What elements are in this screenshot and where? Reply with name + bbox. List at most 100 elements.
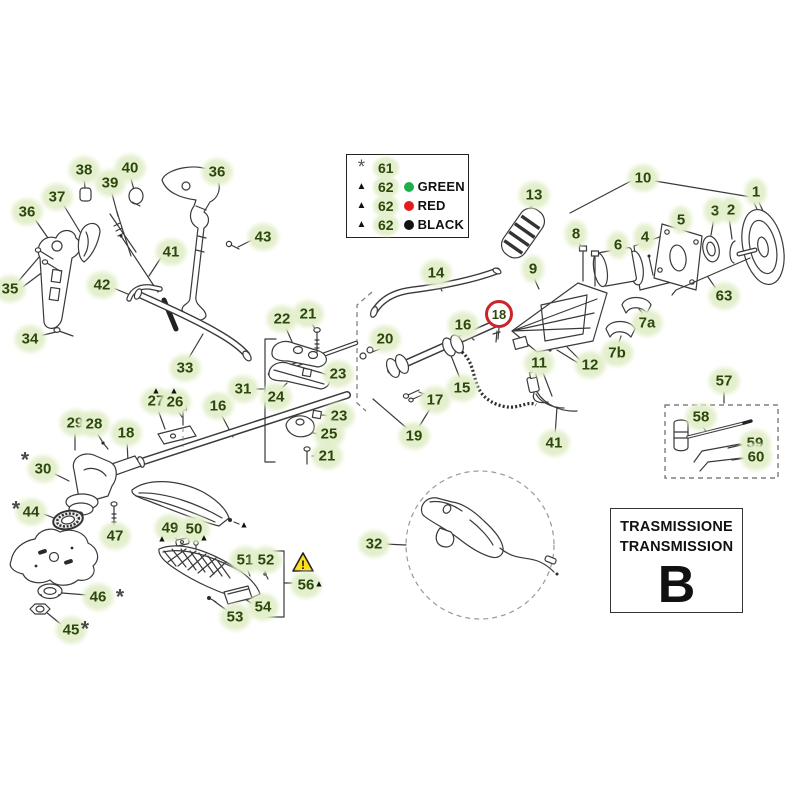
legend-part-number: 62 <box>375 196 397 215</box>
callout-5: 5 <box>672 209 690 231</box>
callout-50: 50 <box>181 518 207 540</box>
triangle-icon: ▲ <box>356 181 367 192</box>
legend-color-label: BLACK <box>417 217 465 232</box>
legend-part-number: 61 <box>375 158 397 177</box>
triangle-mark: ▲ <box>157 533 167 544</box>
callout-36: 36 <box>204 161 230 183</box>
callout-2: 2 <box>722 199 740 221</box>
callout-18: 18 <box>485 300 513 328</box>
callout-41: 41 <box>541 432 567 454</box>
callout-52: 52 <box>253 549 279 571</box>
callout-33: 33 <box>172 357 198 379</box>
callout-9: 9 <box>524 258 542 280</box>
legend-row: * 61 <box>354 156 468 178</box>
callout-47: 47 <box>102 525 128 547</box>
callout-58: 58 <box>688 406 714 428</box>
callout-60: 60 <box>743 446 769 468</box>
callout-19: 19 <box>401 425 427 447</box>
triangle-mark: ▲ <box>239 519 249 530</box>
callout-51: 51 <box>232 549 258 571</box>
callout-40: 40 <box>117 157 143 179</box>
callout-21: 21 <box>295 303 321 325</box>
legend-row: ▲ 62 GREEN <box>354 177 468 196</box>
callout-28: 28 <box>81 413 107 435</box>
callout-27: 27 <box>143 390 169 412</box>
asterisk-mark: * <box>115 585 125 609</box>
callout-13: 13 <box>521 184 547 206</box>
callout-44: 44 <box>18 501 44 523</box>
callout-54: 54 <box>250 596 276 618</box>
transmission-section-letter: B <box>657 556 696 615</box>
legend-color-label: GREEN <box>417 179 465 194</box>
callout-31: 31 <box>230 378 256 400</box>
callout-16: 16 <box>450 314 476 336</box>
triangle-icon: ▲ <box>356 200 367 211</box>
clutch-assembly-drawing <box>511 208 785 353</box>
callout-30: 30 <box>30 458 56 480</box>
callout-23: 23 <box>325 363 351 385</box>
callout-18: 18 <box>113 422 139 444</box>
black-dot-icon <box>403 219 414 230</box>
transmission-label-en: TRANSMISSION <box>619 538 734 555</box>
callout-1: 1 <box>747 181 765 203</box>
legend-part-number: 62 <box>375 177 397 196</box>
callout-7b: 7b <box>604 342 630 364</box>
asterisk-mark: * <box>11 497 21 521</box>
warning-triangle-icon: ! <box>292 552 314 572</box>
callout-17: 17 <box>422 389 448 411</box>
callout-15: 15 <box>449 377 475 399</box>
callout-42: 42 <box>89 274 115 296</box>
callout-4: 4 <box>636 226 654 248</box>
callout-11: 11 <box>527 352 551 374</box>
callout-29: 29 <box>62 412 88 434</box>
callout-10: 10 <box>630 167 656 189</box>
callout-63: 63 <box>711 285 737 307</box>
callout-46: 46 <box>85 586 111 608</box>
callout-35: 35 <box>0 278 23 300</box>
callout-43: 43 <box>250 226 276 248</box>
legend-row: ▲ 62 BLACK <box>354 215 468 234</box>
callout-56: 56 <box>293 574 319 596</box>
triangle-mark: ▲ <box>169 385 179 396</box>
red-dot-icon <box>403 200 414 211</box>
callout-39: 39 <box>97 172 123 194</box>
front-handle-parts-drawing <box>34 166 252 362</box>
triangle-icon: ▲ <box>356 219 367 230</box>
triangle-mark: ▲ <box>151 385 161 396</box>
callout-26: 26 <box>162 391 188 413</box>
callout-16: 16 <box>205 395 231 417</box>
callout-6: 6 <box>609 234 627 256</box>
callout-22: 22 <box>269 308 295 330</box>
asterisk-mark: * <box>80 617 90 641</box>
callout-57: 57 <box>711 370 737 392</box>
asterisk-mark: * <box>20 448 30 472</box>
triangle-mark: ▲ <box>199 532 209 543</box>
callout-24: 24 <box>263 386 289 408</box>
callout-21: 21 <box>314 445 340 467</box>
callout-36: 36 <box>14 201 40 223</box>
callout-3: 3 <box>706 200 724 222</box>
legend-color-label: RED <box>417 198 446 213</box>
asterisk-icon: * <box>357 156 366 178</box>
callout-38: 38 <box>71 159 97 181</box>
tool-kit-drawing <box>664 404 779 479</box>
transmission-section-box: TRASMISSIONE TRANSMISSION B <box>610 508 743 613</box>
callout-8: 8 <box>567 223 585 245</box>
trigger-handle-detail-drawing <box>405 470 559 620</box>
transmission-label-it: TRASMISSIONE <box>620 519 733 535</box>
callout-37: 37 <box>44 186 70 208</box>
callout-20: 20 <box>372 328 398 350</box>
callout-7a: 7a <box>634 312 660 334</box>
callout-12: 12 <box>577 354 603 376</box>
callout-14: 14 <box>423 262 449 284</box>
callout-25: 25 <box>316 423 342 445</box>
symbol-legend-box: * 61 ▲ 62 GREEN ▲ 62 RED ▲ 62 BLACK <box>346 154 469 238</box>
warning-exclamation: ! <box>301 558 305 572</box>
callout-53: 53 <box>222 606 248 628</box>
triangle-mark: ▲ <box>314 578 324 589</box>
handlebar-grip-drawing <box>370 207 546 318</box>
legend-part-number: 62 <box>375 215 397 234</box>
legend-row: ▲ 62 RED <box>354 196 468 215</box>
